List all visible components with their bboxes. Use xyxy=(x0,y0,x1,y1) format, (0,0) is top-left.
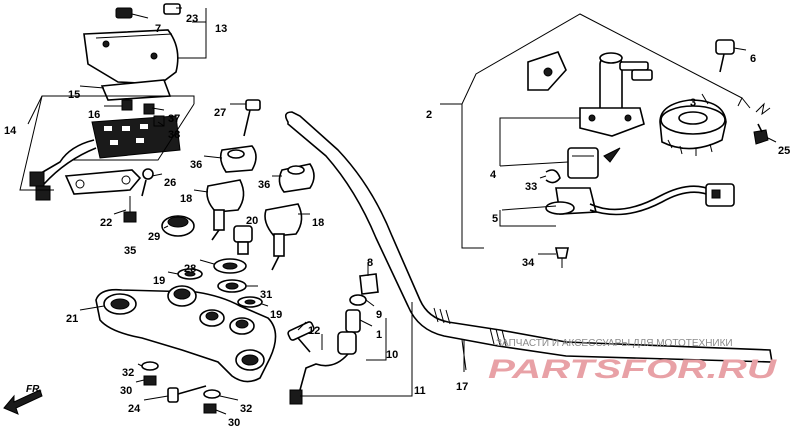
callout-c4: 4 xyxy=(490,169,497,181)
lever-parts-8-9-10 xyxy=(289,273,379,405)
front-direction-arrow: FR. xyxy=(3,384,43,415)
callout-c31: 31 xyxy=(260,289,272,301)
callout-c33: 33 xyxy=(525,181,537,193)
callout-c3: 3 xyxy=(690,97,696,109)
callout-c12: 12 xyxy=(308,325,320,337)
callout-c30b: 30 xyxy=(228,417,240,429)
callout-c5: 5 xyxy=(492,213,498,225)
callout-c9: 9 xyxy=(376,309,382,321)
callout-c16: 16 xyxy=(88,109,100,121)
callout-c32b: 32 xyxy=(240,403,252,415)
switch-12 xyxy=(287,321,323,353)
holder-lower-18b xyxy=(264,203,303,271)
callout-c17: 17 xyxy=(456,381,468,393)
callout-c8: 8 xyxy=(367,257,373,269)
callout-c27: 27 xyxy=(214,107,226,119)
meter-plate-15 xyxy=(100,79,172,101)
callout-c35: 35 xyxy=(124,245,136,257)
callout-c15: 15 xyxy=(68,89,80,101)
callout-c23: 23 xyxy=(186,13,198,25)
callout-c38: 38 xyxy=(168,129,180,141)
callout-c36b: 36 xyxy=(258,179,270,191)
bolt-6 xyxy=(715,39,735,73)
handlebar xyxy=(284,111,773,371)
callout-c19b: 19 xyxy=(270,309,282,321)
callout-c32a: 32 xyxy=(122,367,134,379)
callout-c34: 34 xyxy=(522,257,535,269)
callout-c29: 29 xyxy=(148,231,160,243)
callout-c24: 24 xyxy=(128,403,141,415)
callout-c18a: 18 xyxy=(180,193,192,205)
callout-c37: 37 xyxy=(168,113,180,125)
front-label: FR. xyxy=(26,384,42,395)
callout-c20: 20 xyxy=(246,215,258,227)
meter-body-14 xyxy=(29,99,181,201)
top-bridge-21 xyxy=(95,285,277,383)
watermark-brand: PARTSFOR.RU xyxy=(488,354,778,384)
callout-c36a: 36 xyxy=(190,159,202,171)
callout-c25: 25 xyxy=(778,145,790,157)
callout-c28: 28 xyxy=(184,263,196,275)
meter-cover xyxy=(83,3,181,85)
bolt-26 xyxy=(141,168,154,197)
meter-bracket-22 xyxy=(64,169,142,223)
callout-c22: 22 xyxy=(100,217,112,229)
callout-c21: 21 xyxy=(66,313,78,325)
callout-c30a: 30 xyxy=(120,385,132,397)
bolt-27 xyxy=(243,99,261,137)
callout-c2: 2 xyxy=(426,109,432,121)
callout-c11: 11 xyxy=(414,385,426,397)
bushing-20 xyxy=(233,225,253,255)
callout-c18b: 18 xyxy=(312,217,324,229)
watermark: ЗАПЧАСТИ И АКСЕССУАРЫ ДЛЯ МОТОТЕХНИКИ PA… xyxy=(488,338,778,384)
callout-c14: 14 xyxy=(4,125,17,137)
callout-c10: 10 xyxy=(386,349,398,361)
washers-28-19-31 xyxy=(177,258,263,308)
holder-upper-36a xyxy=(219,145,257,173)
bolts-nuts-lower xyxy=(141,361,221,414)
ignition-switch xyxy=(527,51,735,268)
leader-lines xyxy=(79,7,777,415)
screw-25 xyxy=(753,102,771,145)
fuel-cap xyxy=(659,99,727,156)
ignition-bracket-outline xyxy=(440,13,751,249)
holder-lower-18a xyxy=(206,179,245,241)
watermark-tagline: ЗАПЧАСТИ И АКСЕССУАРЫ ДЛЯ МОТОТЕХНИКИ xyxy=(496,338,733,349)
callout-c1: 1 xyxy=(376,329,382,341)
cushion-29 xyxy=(161,215,195,237)
callout-c19a: 19 xyxy=(153,275,165,287)
callout-c13: 13 xyxy=(215,23,227,35)
callout-c6: 6 xyxy=(750,53,756,65)
callout-c26: 26 xyxy=(164,177,176,189)
holder-upper-36b xyxy=(278,163,315,193)
callout-c7: 7 xyxy=(155,23,161,35)
